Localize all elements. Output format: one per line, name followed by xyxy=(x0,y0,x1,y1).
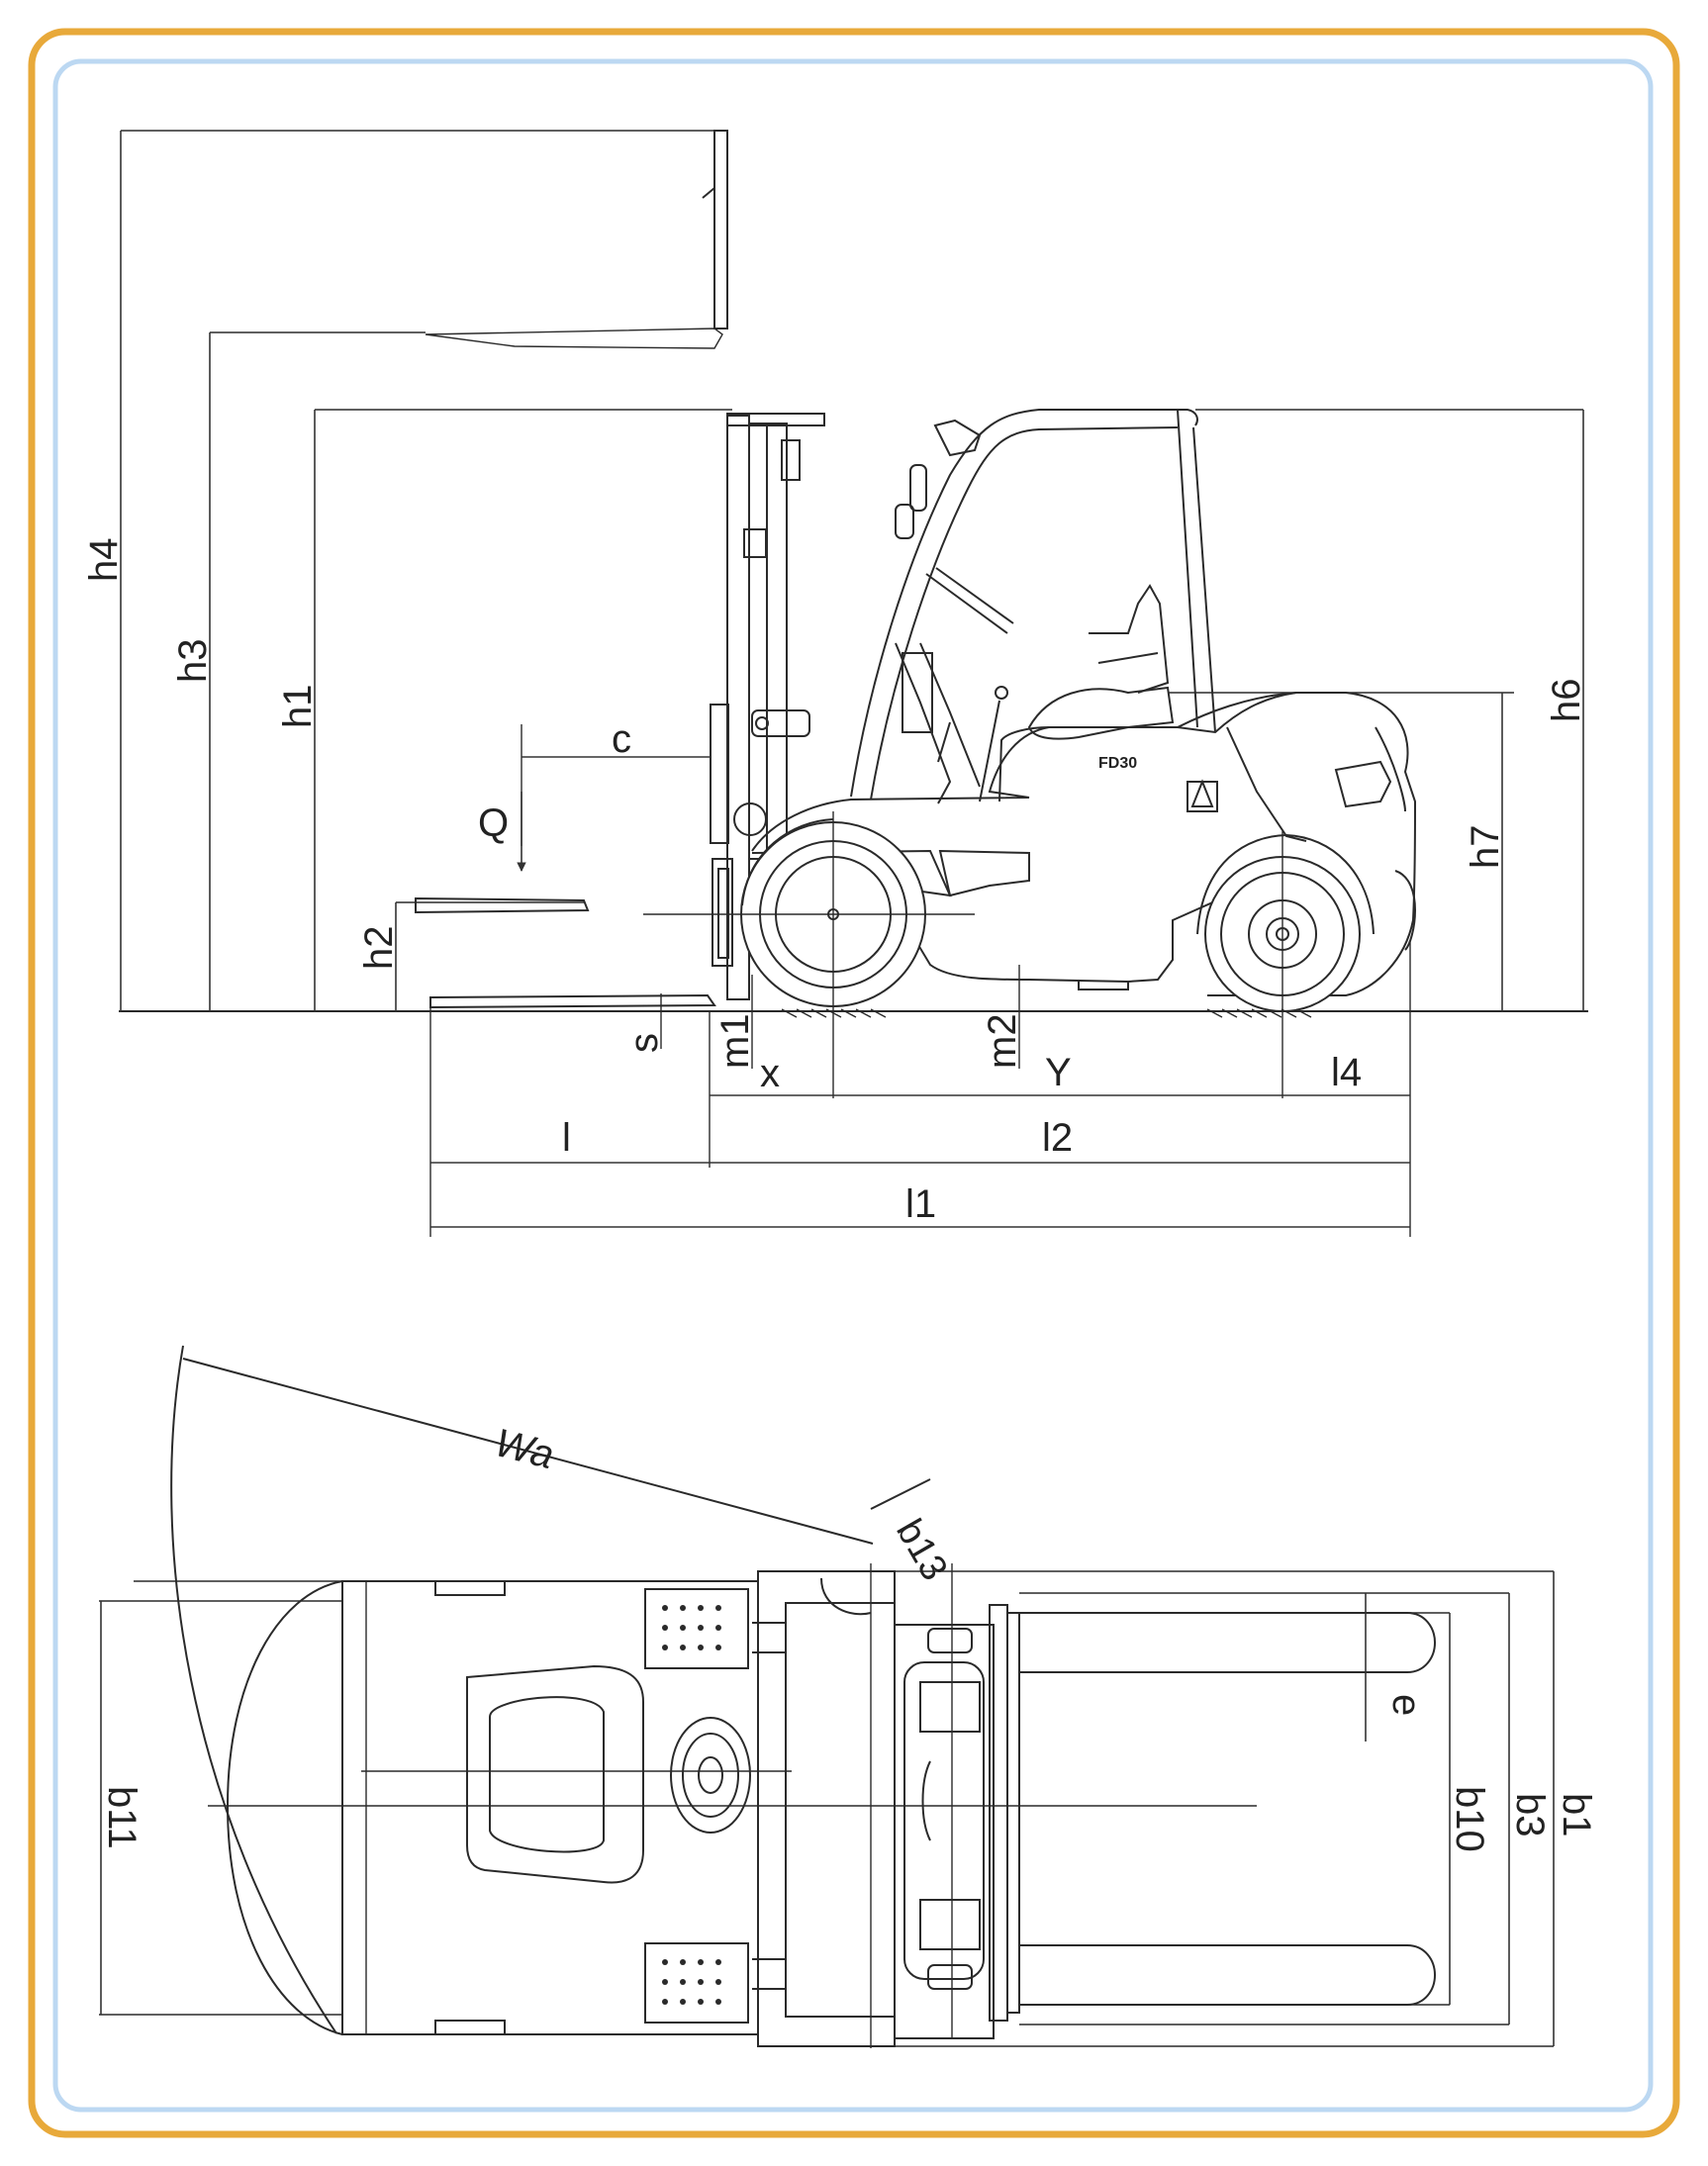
label-m1: m1 xyxy=(713,1013,757,1069)
label-x: x xyxy=(760,1052,780,1095)
label-h7: h7 xyxy=(1464,825,1507,870)
label-l: l xyxy=(562,1116,571,1160)
label-l1: l1 xyxy=(905,1182,936,1226)
label-b3: b3 xyxy=(1508,1793,1552,1837)
side-view: h4 h3 h1 h2 c Q s m1 m2 x Y l4 l l2 l1 h… xyxy=(82,130,1588,1237)
label-h2: h2 xyxy=(357,926,401,971)
label-m2: m2 xyxy=(981,1013,1024,1069)
label-l2: l2 xyxy=(1042,1116,1073,1160)
outer-frame xyxy=(28,28,1680,2138)
label-h1: h1 xyxy=(276,685,320,729)
label-s: s xyxy=(622,1033,666,1053)
label-b13: b13 xyxy=(888,1513,955,1588)
label-b10: b10 xyxy=(1448,1786,1491,1852)
label-l4: l4 xyxy=(1331,1051,1362,1094)
label-h4: h4 xyxy=(82,538,126,583)
label-b1: b1 xyxy=(1555,1793,1598,1837)
label-h6: h6 xyxy=(1545,679,1588,723)
label-y: Y xyxy=(1045,1051,1072,1094)
label-e: e xyxy=(1384,1694,1428,1716)
model-badge: FD30 xyxy=(1098,755,1137,772)
label-b11: b11 xyxy=(100,1786,143,1849)
top-view: Wa b13 e b10 b3 b1 b11 xyxy=(99,1345,1598,2048)
label-q: Q xyxy=(478,801,509,845)
label-c: c xyxy=(612,717,631,761)
label-wa: Wa xyxy=(491,1421,558,1477)
inner-frame xyxy=(52,58,1654,2113)
label-h3: h3 xyxy=(171,639,215,684)
